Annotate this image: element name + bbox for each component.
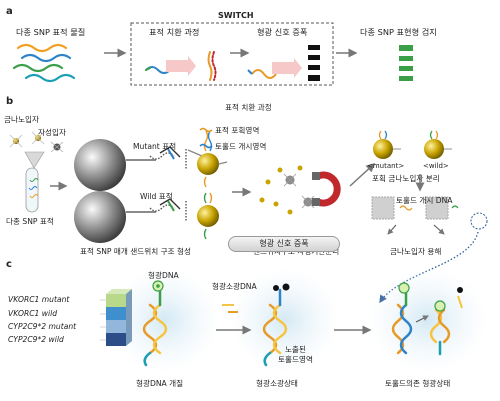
sandwich-mutant — [126, 146, 203, 170]
switch-label: SWITCH — [218, 11, 254, 20]
legend-cyp2c9-mutant: CYP2C9*2 mutant — [8, 322, 77, 331]
mutant-tag: <mutant> — [367, 162, 405, 170]
legend-vkorc1-wild: VKORC1 wild — [8, 309, 58, 318]
dissolved-gold-1 — [371, 196, 395, 220]
toehold-region-icon — [199, 143, 213, 149]
gold-np-wild — [197, 205, 219, 227]
step-displacement: 표적 치환 과정 — [149, 27, 200, 37]
magnetic-particle-wild — [74, 191, 126, 243]
snp-target-strands — [12, 43, 76, 83]
mutant-target-label: Mutant 표적 — [133, 142, 177, 151]
gold-np-mutant-tags — [203, 130, 228, 188]
amplification-graphic — [247, 45, 320, 81]
panel-letter-c: c — [6, 259, 12, 270]
displacement-title: 표적 치환 과정 — [225, 103, 272, 112]
magnet-icon — [312, 171, 341, 207]
capture-region-label: 표적 포획영역 — [215, 126, 260, 135]
sandwich-formation-label: 표적 SNP 매개 샌드위치 구조 형성 — [80, 247, 191, 256]
toehold-dna-strands — [399, 205, 459, 211]
legend-connectors — [100, 299, 106, 341]
magnetic-particle-mutant — [74, 139, 126, 191]
capture-region-icon — [199, 127, 213, 133]
separated-particles — [259, 165, 315, 215]
panel-letter-a: a — [6, 6, 13, 17]
glow-3 — [368, 268, 488, 372]
arrow-b5 — [387, 224, 397, 235]
quencher-dna-label: 형광소광DNA — [212, 282, 257, 291]
zoom-connector — [379, 231, 479, 304]
legend-vkorc1-mutant: VKORC1 mutant — [8, 295, 70, 304]
arrow-c3 — [415, 315, 429, 323]
toehold-region-c-label: 토홀드영역 — [278, 355, 313, 364]
test-tube-icon — [25, 167, 39, 213]
detection-bar — [399, 45, 413, 81]
fluorophore-3 — [434, 300, 446, 312]
arrow-b3 — [349, 162, 376, 187]
step-detection: 다종 SNP 표현형 검지 — [360, 27, 437, 37]
toehold-dna-label: 토홀드 개시 DNA — [396, 196, 453, 205]
zoom-circle — [470, 212, 488, 230]
glow-2 — [230, 268, 340, 372]
quenched-state-label: 형광소광상태 — [256, 379, 298, 388]
free-strand-3 — [457, 295, 463, 309]
magnetic-particle-icon — [50, 141, 64, 153]
arrow-b6 — [433, 224, 445, 235]
glow-1 — [110, 268, 220, 372]
legend-blocks — [106, 289, 132, 346]
multi-target-label: 다종 SNP 표적 — [6, 217, 54, 226]
magnetic-particle-label: 자성입자 — [38, 128, 66, 137]
amplification-title-pill: 형광 신호 증폭 — [228, 236, 340, 252]
gold-np-mutant — [197, 153, 219, 175]
gold-nanoparticles-icon — [9, 131, 45, 148]
mixing-funnel — [24, 151, 45, 169]
sandwich-wild — [126, 198, 187, 222]
wild-tag: <wild> — [423, 162, 449, 170]
fluorescent-dna-label: 형광DNA — [148, 271, 179, 280]
step-target-material: 다종 SNP 표적 물질 — [16, 27, 86, 37]
gold-np-wild-tags — [203, 192, 213, 240]
capture-gold-separation-label: 포획 금나노입자 분리 — [372, 174, 440, 183]
quencher-3 — [457, 287, 463, 293]
exposed-label: 노출된 — [285, 345, 306, 354]
gold-np-label: 금나노입자 — [4, 115, 39, 124]
toehold-region-label: 토홀드 개시영역 — [215, 142, 267, 151]
quencher-1 — [273, 285, 279, 291]
fluorophore-2 — [398, 282, 410, 294]
captured-gold-strands — [378, 130, 452, 150]
helix-fluorescent — [142, 286, 168, 367]
legend-cyp2c9-wild: CYP2C9*2 wild — [8, 335, 64, 344]
dissolved-gold-2 — [425, 196, 449, 220]
helix-toehold-2 — [429, 308, 451, 356]
helix-quenched — [262, 288, 288, 367]
opening-state-label: 형광DNA 개질 — [136, 379, 184, 388]
quencher-2 — [282, 283, 290, 291]
wild-target-label: Wild 표적 — [140, 192, 173, 201]
switch-box — [130, 22, 334, 86]
captured-gold-wild — [424, 139, 444, 159]
amplification-title: 형광 신호 증폭 — [259, 239, 309, 248]
panel-letter-b: b — [6, 96, 14, 107]
captured-gold-mutant — [373, 139, 393, 159]
gold-dissolution-label: 금나노입자 용해 — [390, 247, 442, 256]
toehold-fluorescent-state-label: 토홀드의존 형광상태 — [385, 379, 451, 388]
displacement-graphic — [145, 51, 217, 81]
step-amplification: 형광 신호 증폭 — [257, 27, 308, 37]
